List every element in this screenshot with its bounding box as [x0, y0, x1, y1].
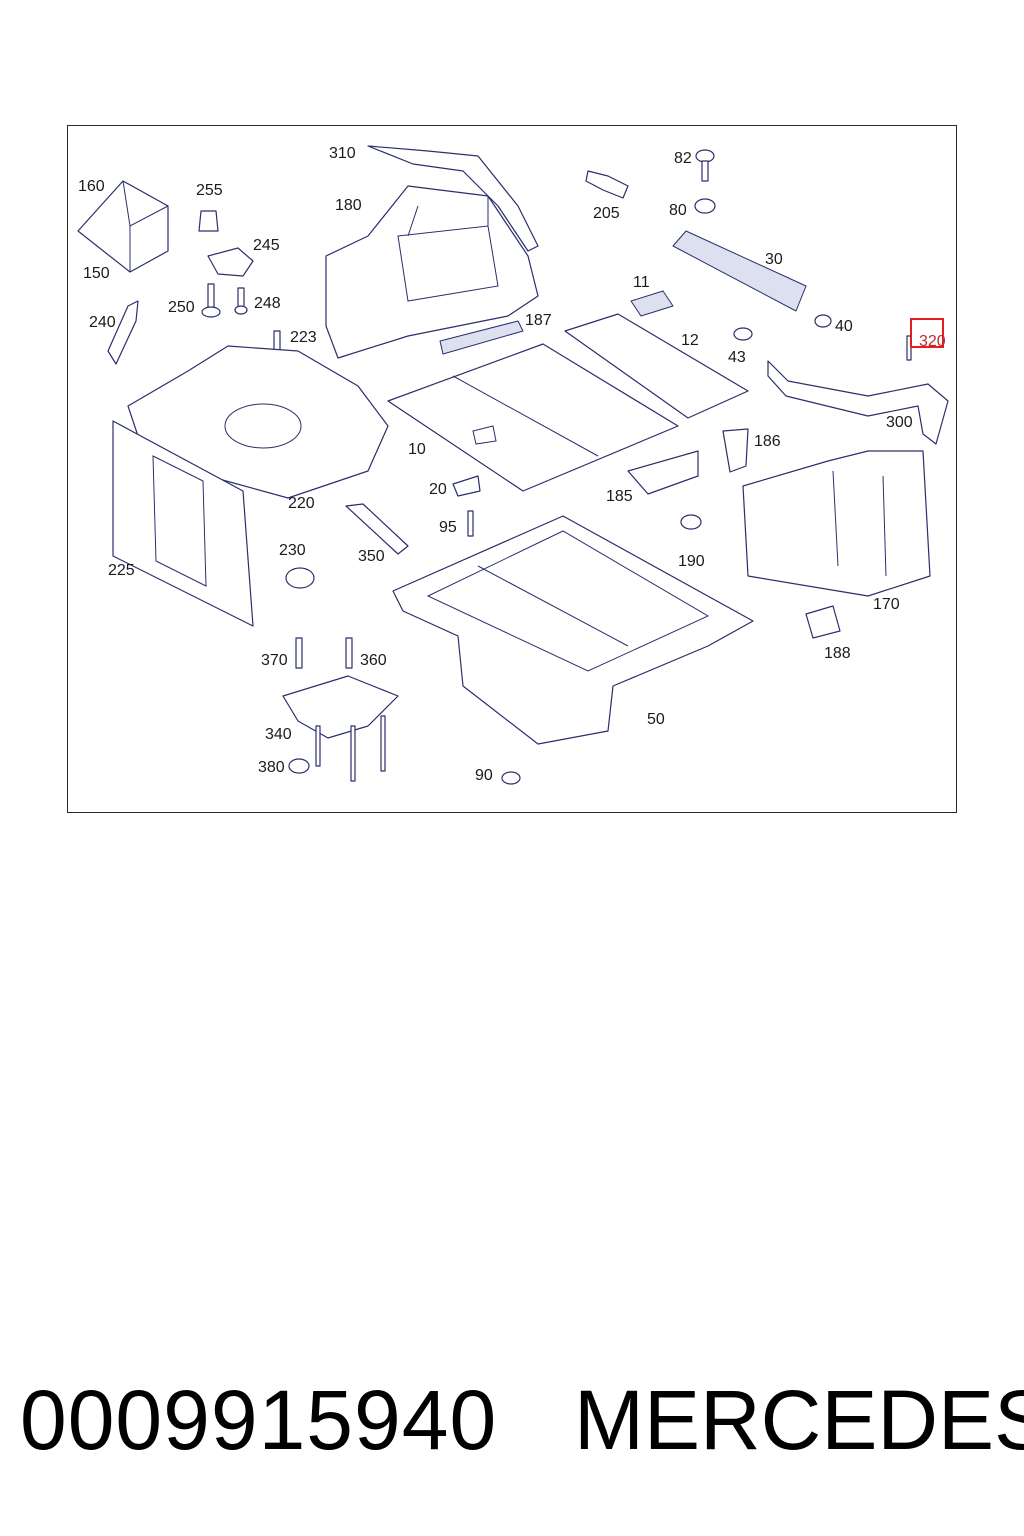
callout-250: 250 [168, 299, 195, 316]
callout-170: 170 [873, 596, 900, 613]
callout-360: 360 [360, 652, 387, 669]
part-188-bracket [805, 605, 841, 639]
callout-20: 20 [429, 481, 447, 498]
callout-50: 50 [647, 711, 665, 728]
parts-diagram: 310 180 160 255 150 245 240 250 248 223 … [77, 145, 949, 785]
part-80-nut [694, 198, 716, 214]
part-350-rail [345, 503, 409, 555]
callout-82: 82 [674, 150, 692, 167]
part-245-hinge [207, 247, 254, 277]
parts-diagram-frame: 310 180 160 255 150 245 240 250 248 223 … [67, 125, 957, 813]
callout-160: 160 [78, 178, 105, 195]
part-50-trunk-tub [392, 515, 754, 745]
part-150-bracket [77, 180, 169, 273]
callout-350: 350 [358, 548, 385, 565]
part-186-mount [722, 428, 749, 473]
part-300-side-trim [767, 360, 949, 445]
callout-90: 90 [475, 767, 493, 784]
callout-240: 240 [89, 314, 116, 331]
callout-labels: 310 180 160 255 150 245 240 250 248 223 … [78, 145, 946, 784]
callout-188: 188 [824, 645, 851, 662]
part-90-screw [501, 771, 521, 785]
part-43-clip [733, 327, 753, 341]
callout-40: 40 [835, 318, 853, 335]
part-250-screw [207, 283, 215, 309]
part-drawings [77, 145, 949, 785]
highlight-box-callout [910, 318, 944, 348]
part-340-plate [282, 675, 399, 739]
part-180-side-trim [325, 185, 539, 359]
part-225-front-panel [112, 420, 254, 627]
part-11-handle [630, 290, 674, 317]
callout-185: 185 [606, 488, 633, 505]
callout-205: 205 [593, 205, 620, 222]
part-187-strip [439, 320, 524, 355]
part-185-bracket [627, 450, 699, 495]
callout-220: 220 [288, 495, 315, 512]
callout-11: 11 [633, 274, 650, 291]
callout-190: 190 [678, 553, 705, 570]
part-95-pin [467, 510, 474, 537]
part-230-fastener [285, 567, 315, 589]
callout-320: 320 [919, 333, 946, 350]
callout-150: 150 [83, 265, 110, 282]
part-310-trim-strip [367, 145, 539, 252]
callout-12: 12 [681, 332, 699, 349]
part-170-side-trim [742, 450, 931, 597]
part-205-fastener [585, 170, 629, 199]
callout-180: 180 [335, 197, 362, 214]
part-10-load-floor [387, 343, 679, 492]
part-40-clip [814, 314, 832, 328]
callout-370: 370 [261, 652, 288, 669]
part-320-pin [906, 335, 912, 361]
callout-230: 230 [279, 542, 306, 559]
part-82-screw [695, 149, 715, 163]
callout-30: 30 [765, 251, 783, 268]
callout-248: 248 [254, 295, 281, 312]
callout-300: 300 [886, 414, 913, 431]
part-255-clip [198, 210, 219, 232]
part-380-nut [288, 758, 310, 774]
part-360-bolt [345, 637, 353, 669]
callout-380: 380 [258, 759, 285, 776]
callout-255: 255 [196, 182, 223, 199]
footer: 0009915940 MERCEDES [0, 1360, 1024, 1480]
callout-340: 340 [265, 726, 292, 743]
part-20-clip [452, 475, 481, 497]
part-30-sill-panel [672, 230, 807, 312]
part-12-cover-panel [564, 313, 749, 419]
callout-310: 310 [329, 145, 356, 162]
part-370-bolt [295, 637, 303, 669]
part-240-strap [107, 300, 139, 365]
callout-10: 10 [408, 441, 426, 458]
callout-223: 223 [290, 329, 317, 346]
part-190-clip [680, 514, 702, 530]
callout-225: 225 [108, 562, 135, 579]
callout-43: 43 [728, 349, 746, 366]
callout-245: 245 [253, 237, 280, 254]
callout-187: 187 [525, 312, 552, 329]
part-number: 0009915940 [20, 1373, 498, 1467]
callout-80: 80 [669, 202, 687, 219]
brand-name: MERCEDES [574, 1373, 1024, 1467]
callout-186: 186 [754, 433, 781, 450]
callout-95: 95 [439, 519, 457, 536]
